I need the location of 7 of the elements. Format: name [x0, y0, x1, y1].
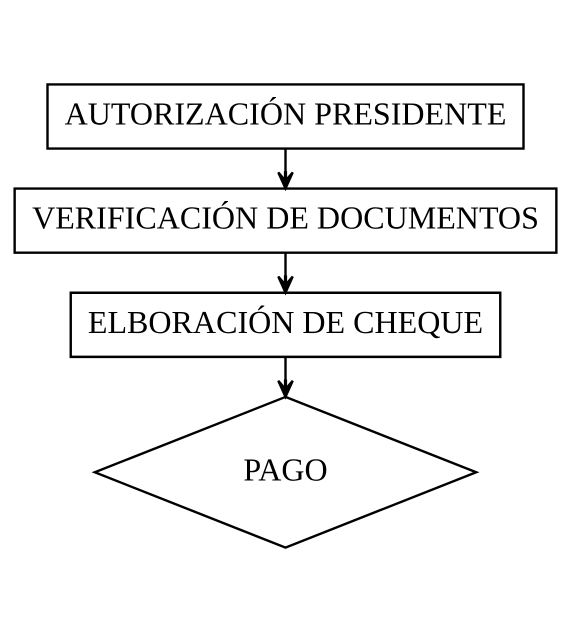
node-box: ELBORACIÓN DE CHEQUE	[70, 291, 502, 358]
arrow	[277, 148, 294, 190]
node-box: AUTORIZACIÓN PRESIDENTE	[46, 82, 525, 150]
arrow	[277, 252, 294, 294]
node-box: VERIFICACIÓN DE DOCUMENTOS	[13, 186, 558, 254]
node-diamond: PAGO	[92, 395, 480, 548]
arrow	[277, 356, 294, 398]
